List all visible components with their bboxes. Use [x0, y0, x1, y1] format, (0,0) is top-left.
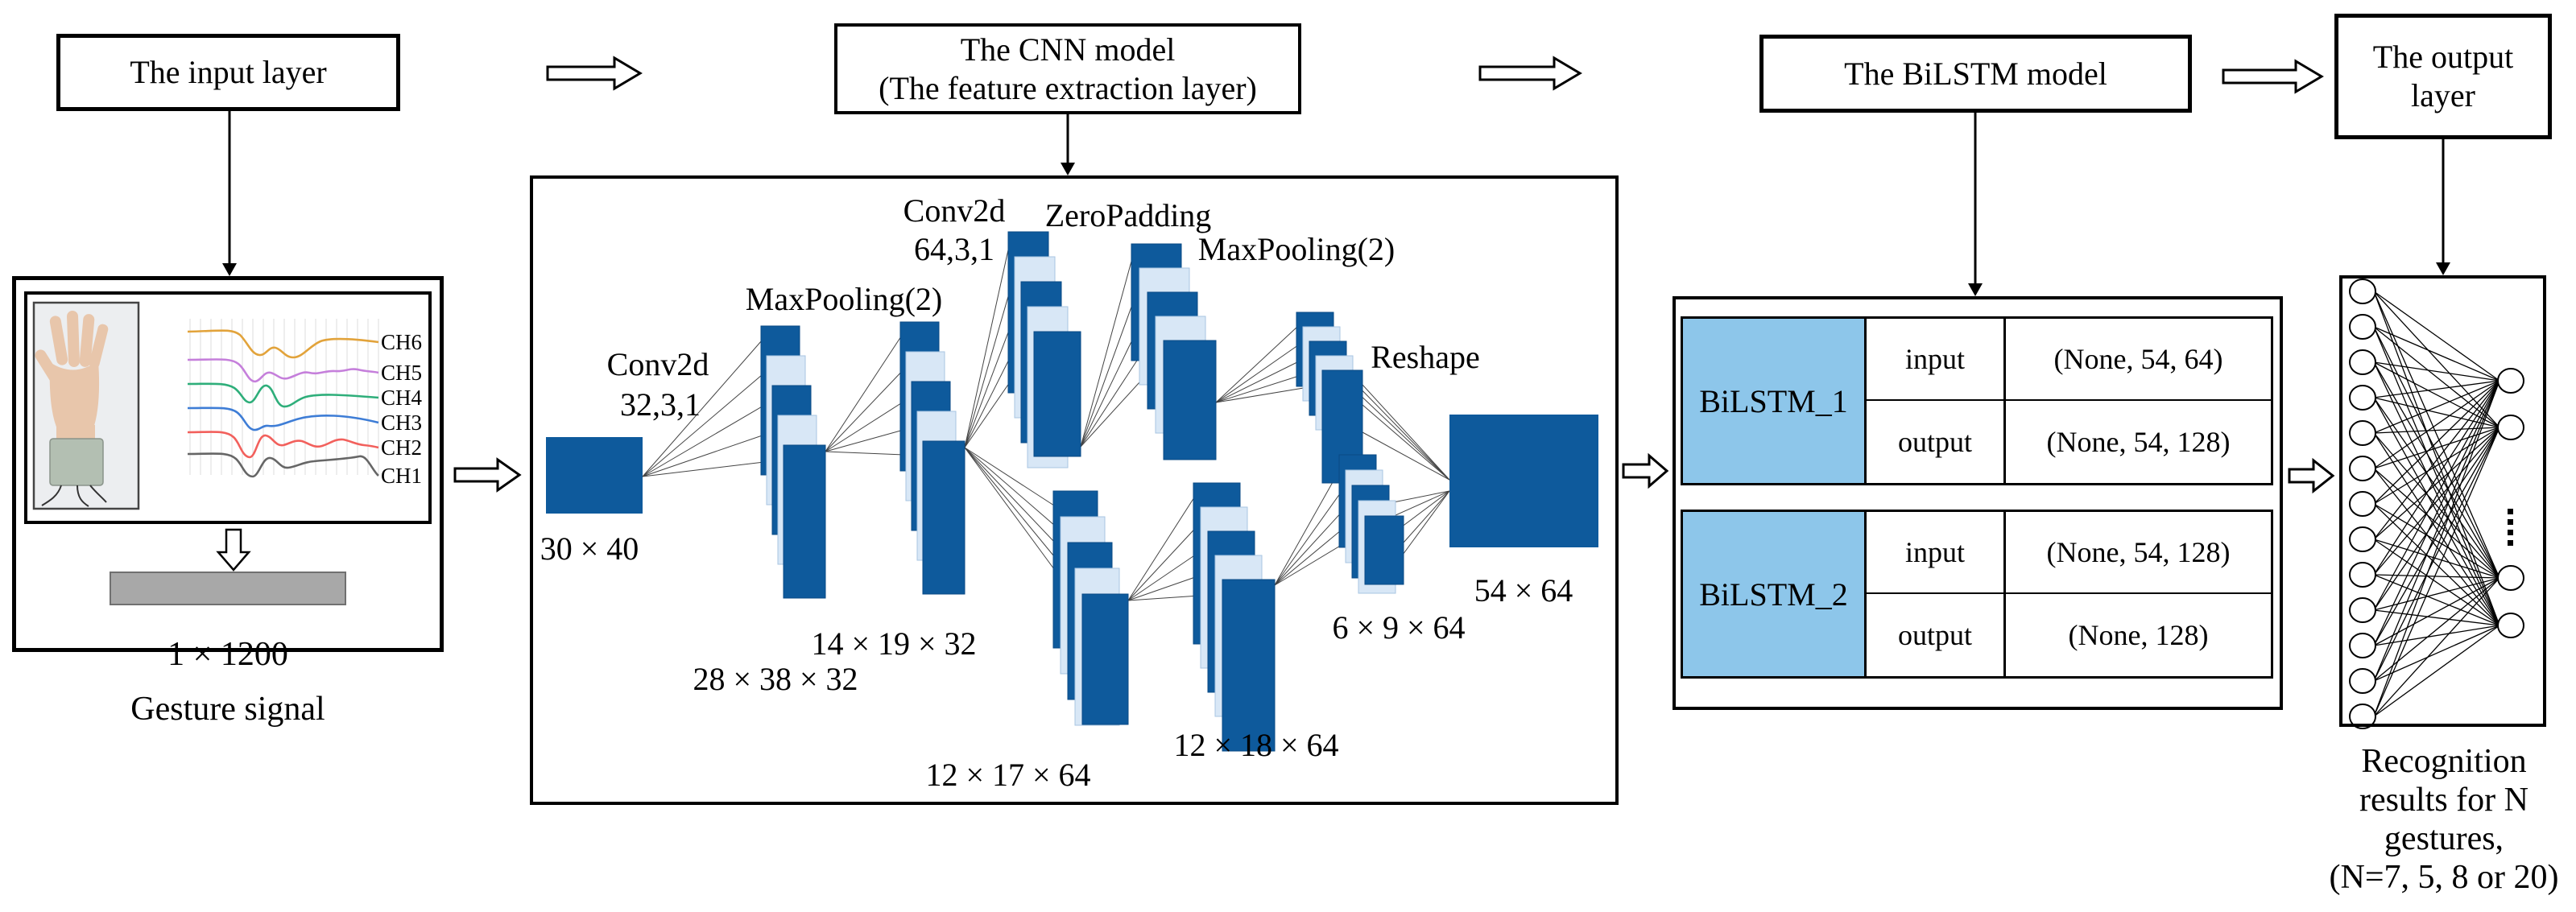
zeropadding-label: ZeroPadding: [1044, 197, 1212, 233]
cnn-model-label-line2: (The feature extraction layer): [879, 69, 1257, 106]
gesture-signal-caption: Gesture signal: [130, 691, 325, 728]
bilstm2-input-value-cell: (None, 54, 128): [2006, 512, 2271, 594]
output-net-box: [2339, 275, 2546, 727]
flow-arrow-icons: [216, 56, 2335, 572]
input-layer-label: The input layer: [130, 54, 327, 90]
signal-vector-bar: [110, 572, 346, 605]
neuron-node: [2497, 368, 2524, 394]
vector-size-label: 1 × 1200: [167, 636, 288, 673]
neuron-node: [2349, 526, 2376, 552]
conv1-label-line2: 32,3,1: [620, 386, 701, 423]
maxpool2-label: MaxPooling(2): [1197, 231, 1396, 267]
feature-map-stack-cl: [1052, 490, 1129, 726]
bilstm2-input-label-cell: input: [1867, 512, 2006, 594]
ellipsis-dot: [2508, 519, 2513, 525]
bilstm2-table: BiLSTM_2 input (None, 54, 128) output (N…: [1681, 510, 2273, 679]
recognition-caption-line2: results for N: [2359, 782, 2528, 819]
input-feature-map: [546, 437, 643, 514]
conv1-label-line1: Conv2d: [606, 346, 709, 382]
dim-input-label: 30 × 40: [540, 530, 639, 567]
dim-stack-e-label: 6 × 9 × 64: [1332, 609, 1466, 646]
bilstm-outer-box: [1673, 296, 2283, 710]
neuron-node: [2349, 385, 2376, 411]
output-layer-box: The output layer: [2334, 14, 2552, 139]
signal-curve-ch4: [187, 382, 379, 408]
signal-curve-ch1: [187, 452, 379, 478]
bilstm2-output-label-cell: output: [1867, 594, 2006, 676]
output-layer-label-line1: The output: [2372, 39, 2514, 75]
neuron-node: [2349, 349, 2376, 375]
maxpool1-label: MaxPooling(2): [745, 281, 943, 317]
neuron-node: [2349, 279, 2376, 304]
neuron-node: [2349, 668, 2376, 694]
conv2-label-line1: Conv2d: [903, 192, 1006, 229]
dim-output-label: 54 × 64: [1474, 572, 1573, 609]
neuron-node: [2349, 420, 2376, 446]
recognition-caption-line1: Recognition: [2361, 743, 2527, 780]
bilstm1-output-label-cell: output: [1867, 401, 2006, 483]
dim-stack-d-label: 12 × 18 × 64: [1173, 727, 1339, 763]
ellipsis-dot: [2508, 509, 2513, 514]
output-feature-map: [1449, 415, 1598, 547]
feature-map-stack-a: [760, 325, 826, 599]
output-layer-label-line2: layer: [2411, 77, 2475, 113]
bilstm1-input-label-cell: input: [1867, 319, 2006, 401]
conv2-label-line2: 64,3,1: [914, 231, 994, 267]
neuron-node: [2349, 704, 2376, 729]
connector-arrow-icons: [222, 111, 2450, 296]
signal-curves: [187, 329, 379, 478]
bilstm2-output-value-cell: (None, 128): [2068, 619, 2209, 651]
neuron-node: [2349, 314, 2376, 340]
bilstm-model-label: The BiLSTM model: [1844, 55, 2107, 92]
feature-map-stack-el: [1338, 454, 1404, 594]
bilstm1-name-cell: BiLSTM_1: [1683, 319, 1867, 483]
neuron-node: [2349, 633, 2376, 658]
channel-label-ch1: CH1: [381, 464, 423, 488]
neuron-node: [2497, 613, 2524, 638]
signal-curve-ch5: [187, 358, 379, 383]
bilstm1-input-value-cell: (None, 54, 64): [2006, 319, 2271, 401]
feature-map-squares: [546, 415, 1598, 547]
recognition-caption-line3: gestures,: [2384, 820, 2504, 857]
feature-map-stack-c: [1007, 231, 1081, 468]
channel-label-ch2: CH2: [381, 435, 423, 460]
bilstm1-table: BiLSTM_1 input (None, 54, 64) output (No…: [1681, 316, 2273, 485]
neuron-node: [2349, 491, 2376, 517]
bilstm2-name-cell: BiLSTM_2: [1683, 512, 1867, 676]
cnn-model-box: The CNN model (The feature extraction la…: [834, 23, 1301, 114]
neuron-node: [2497, 565, 2524, 591]
input-layer-box: The input layer: [56, 34, 400, 111]
channel-label-ch3: CH3: [381, 411, 423, 435]
feature-map-stacks: [760, 231, 1404, 752]
output-network: [2349, 279, 2524, 729]
reshape-label: Reshape: [1371, 339, 1480, 375]
cnn-model-label-line1: The CNN model: [960, 31, 1176, 68]
feature-map-stack-dl: [1193, 482, 1276, 752]
cnn-feature-box: [530, 175, 1619, 805]
channel-label-ch4: CH4: [381, 386, 423, 410]
gesture-signal-outer-box: [12, 276, 444, 652]
signal-curve-ch6: [187, 329, 379, 359]
hand-photo-illustration: [32, 301, 140, 510]
ellipsis-dot: [2508, 530, 2513, 535]
neuron-node: [2349, 456, 2376, 481]
feature-map-stack-d: [1131, 243, 1217, 460]
feature-map-stack-b: [899, 321, 965, 595]
neuron-node: [2349, 597, 2376, 623]
signal-curve-ch2: [187, 431, 379, 459]
dim-stack-c-label: 12 × 17 × 64: [925, 757, 1091, 793]
dim-stack-a-label: 28 × 38 × 32: [693, 661, 858, 697]
bilstm1-output-value-cell: (None, 54, 128): [2046, 426, 2231, 458]
signal-curve-ch3: [187, 406, 379, 431]
bilstm-model-box: The BiLSTM model: [1759, 35, 2192, 113]
channel-label-ch6: CH6: [381, 330, 423, 354]
neuron-node: [2497, 415, 2524, 440]
dim-stack-b-label: 14 × 19 × 32: [811, 625, 977, 662]
ellipsis-dot: [2508, 540, 2513, 546]
gesture-signal-inner-box: [24, 291, 432, 524]
channel-label-ch5: CH5: [381, 361, 423, 385]
recognition-caption-line4: (N=7, 5, 8 or 20): [2329, 859, 2559, 896]
neuron-node: [2349, 562, 2376, 588]
